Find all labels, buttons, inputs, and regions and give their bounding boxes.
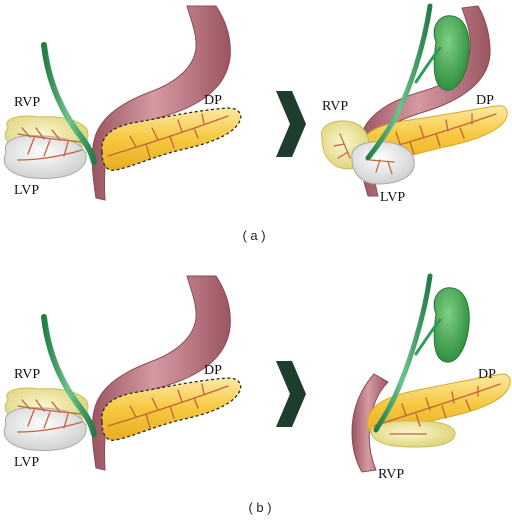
lvp-lobe (3, 135, 87, 179)
dorsal-vessels (107, 383, 229, 429)
label-lvp: LVP (14, 183, 39, 198)
ventral-vessels (333, 133, 395, 175)
caption-b: ( b ) (248, 500, 271, 515)
label-rvp: RVP (322, 99, 348, 114)
pancreas-vessels (373, 383, 501, 435)
panel-a-before: RVP DP LVP (3, 5, 242, 201)
bile-duct (373, 273, 433, 433)
arrow-right-icon (276, 361, 306, 427)
gallbladder (433, 15, 470, 91)
dorsal-vessels (107, 113, 229, 159)
label-dp: DP (476, 93, 494, 108)
label-dp: DP (204, 363, 222, 378)
label-rvp: RVP (378, 467, 404, 482)
bile-duct (365, 3, 433, 161)
label-dp: DP (478, 367, 496, 382)
label-rvp: RVP (14, 95, 40, 110)
label-lvp: LVP (14, 455, 39, 470)
label-rvp: RVP (14, 367, 40, 382)
label-lvp: LVP (380, 190, 405, 205)
arrow-right-icon (276, 91, 306, 157)
cystic-duct (414, 318, 442, 356)
bile-duct (41, 314, 97, 437)
cystic-duct (414, 46, 442, 84)
stomach (91, 5, 231, 201)
bile-duct (41, 42, 97, 165)
ventral-vessels (17, 127, 83, 161)
gallbladder (433, 287, 470, 363)
stomach (91, 275, 231, 471)
ventral-vessels (17, 399, 83, 433)
lvp-lobe (3, 407, 87, 451)
panel-b-before: RVP DP LVP (3, 275, 242, 471)
lvp-lobe (351, 141, 415, 185)
label-dp: DP (204, 93, 222, 108)
panel-a-after: RVP DP LVP (320, 3, 508, 205)
caption-a: ( a ) (242, 228, 265, 243)
panel-b-after: DP RVP (351, 273, 511, 482)
